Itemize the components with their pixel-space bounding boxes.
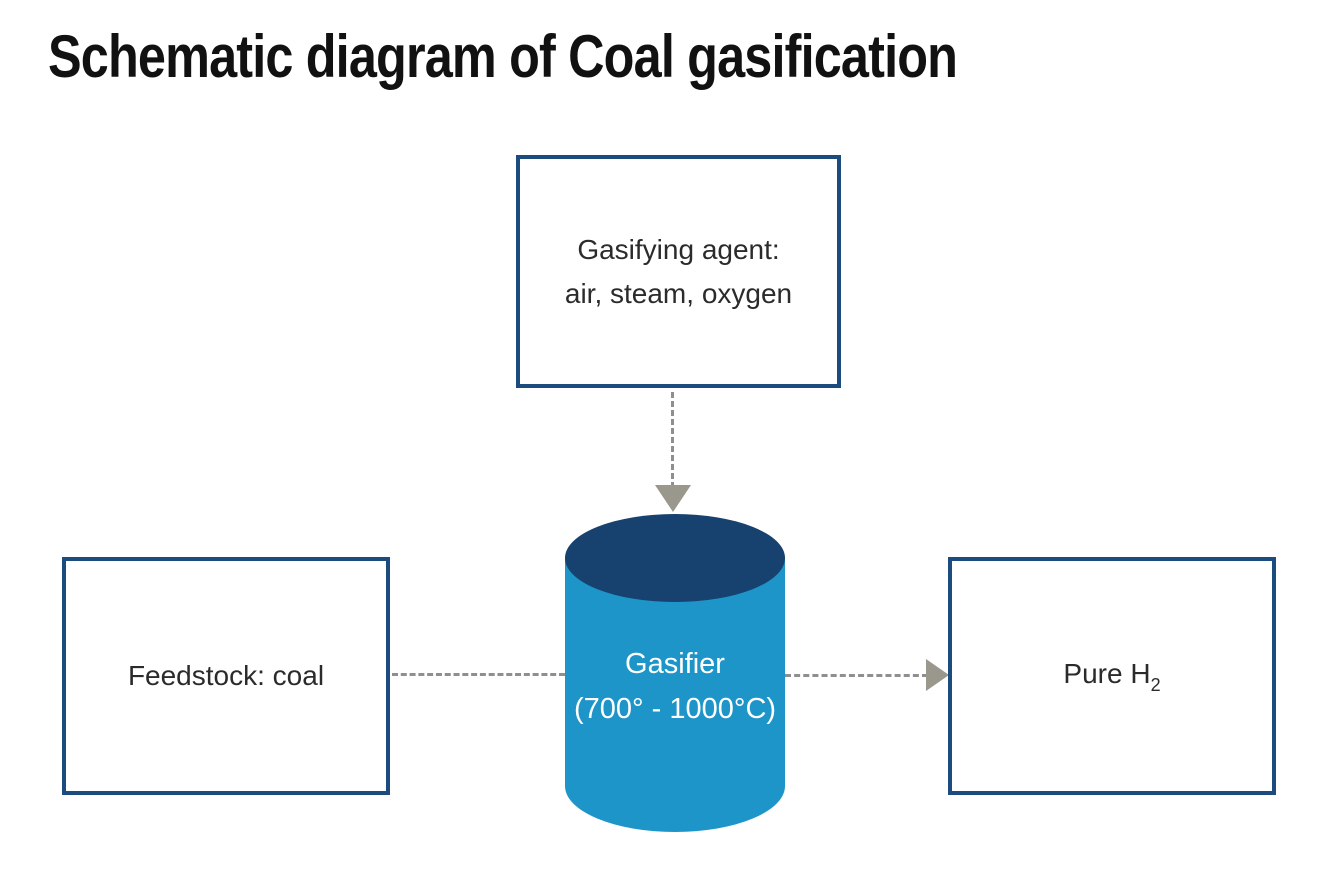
gasifying-agent-line1: Gasifying agent:: [577, 234, 780, 266]
page-title: Schematic diagram of Coal gasification: [48, 23, 958, 90]
feedstock-label: Feedstock: coal: [127, 660, 325, 692]
gasifier-temperature: (700° - 1000°C): [573, 692, 777, 725]
arrow-down-icon: [655, 485, 691, 512]
product-label-base: Pure H: [1063, 658, 1151, 690]
connector-gasifier-to-product: [785, 674, 928, 677]
gasifier-name: Gasifier: [625, 648, 725, 680]
connector-agent-to-gasifier: [671, 392, 674, 488]
gasifier-cylinder-top: [565, 514, 785, 602]
product-label: Pure H2: [1063, 652, 1160, 700]
product-label-subscript: 2: [1150, 675, 1161, 696]
gasifier-cylinder-body: [565, 558, 785, 832]
gasifying-agent-box: Gasifying agent: air, steam, oxygen: [516, 155, 841, 388]
connector-feedstock-to-gasifier: [392, 673, 565, 676]
gasifier-cylinder: Gasifier (700° - 1000°C): [565, 514, 785, 834]
arrow-right-icon: [926, 659, 949, 691]
gasifying-agent-line2: air, steam, oxygen: [564, 277, 793, 309]
feedstock-box: Feedstock: coal: [62, 557, 390, 795]
product-box: Pure H2: [948, 557, 1276, 795]
gasifier-label: Gasifier (700° - 1000°C): [565, 642, 785, 732]
